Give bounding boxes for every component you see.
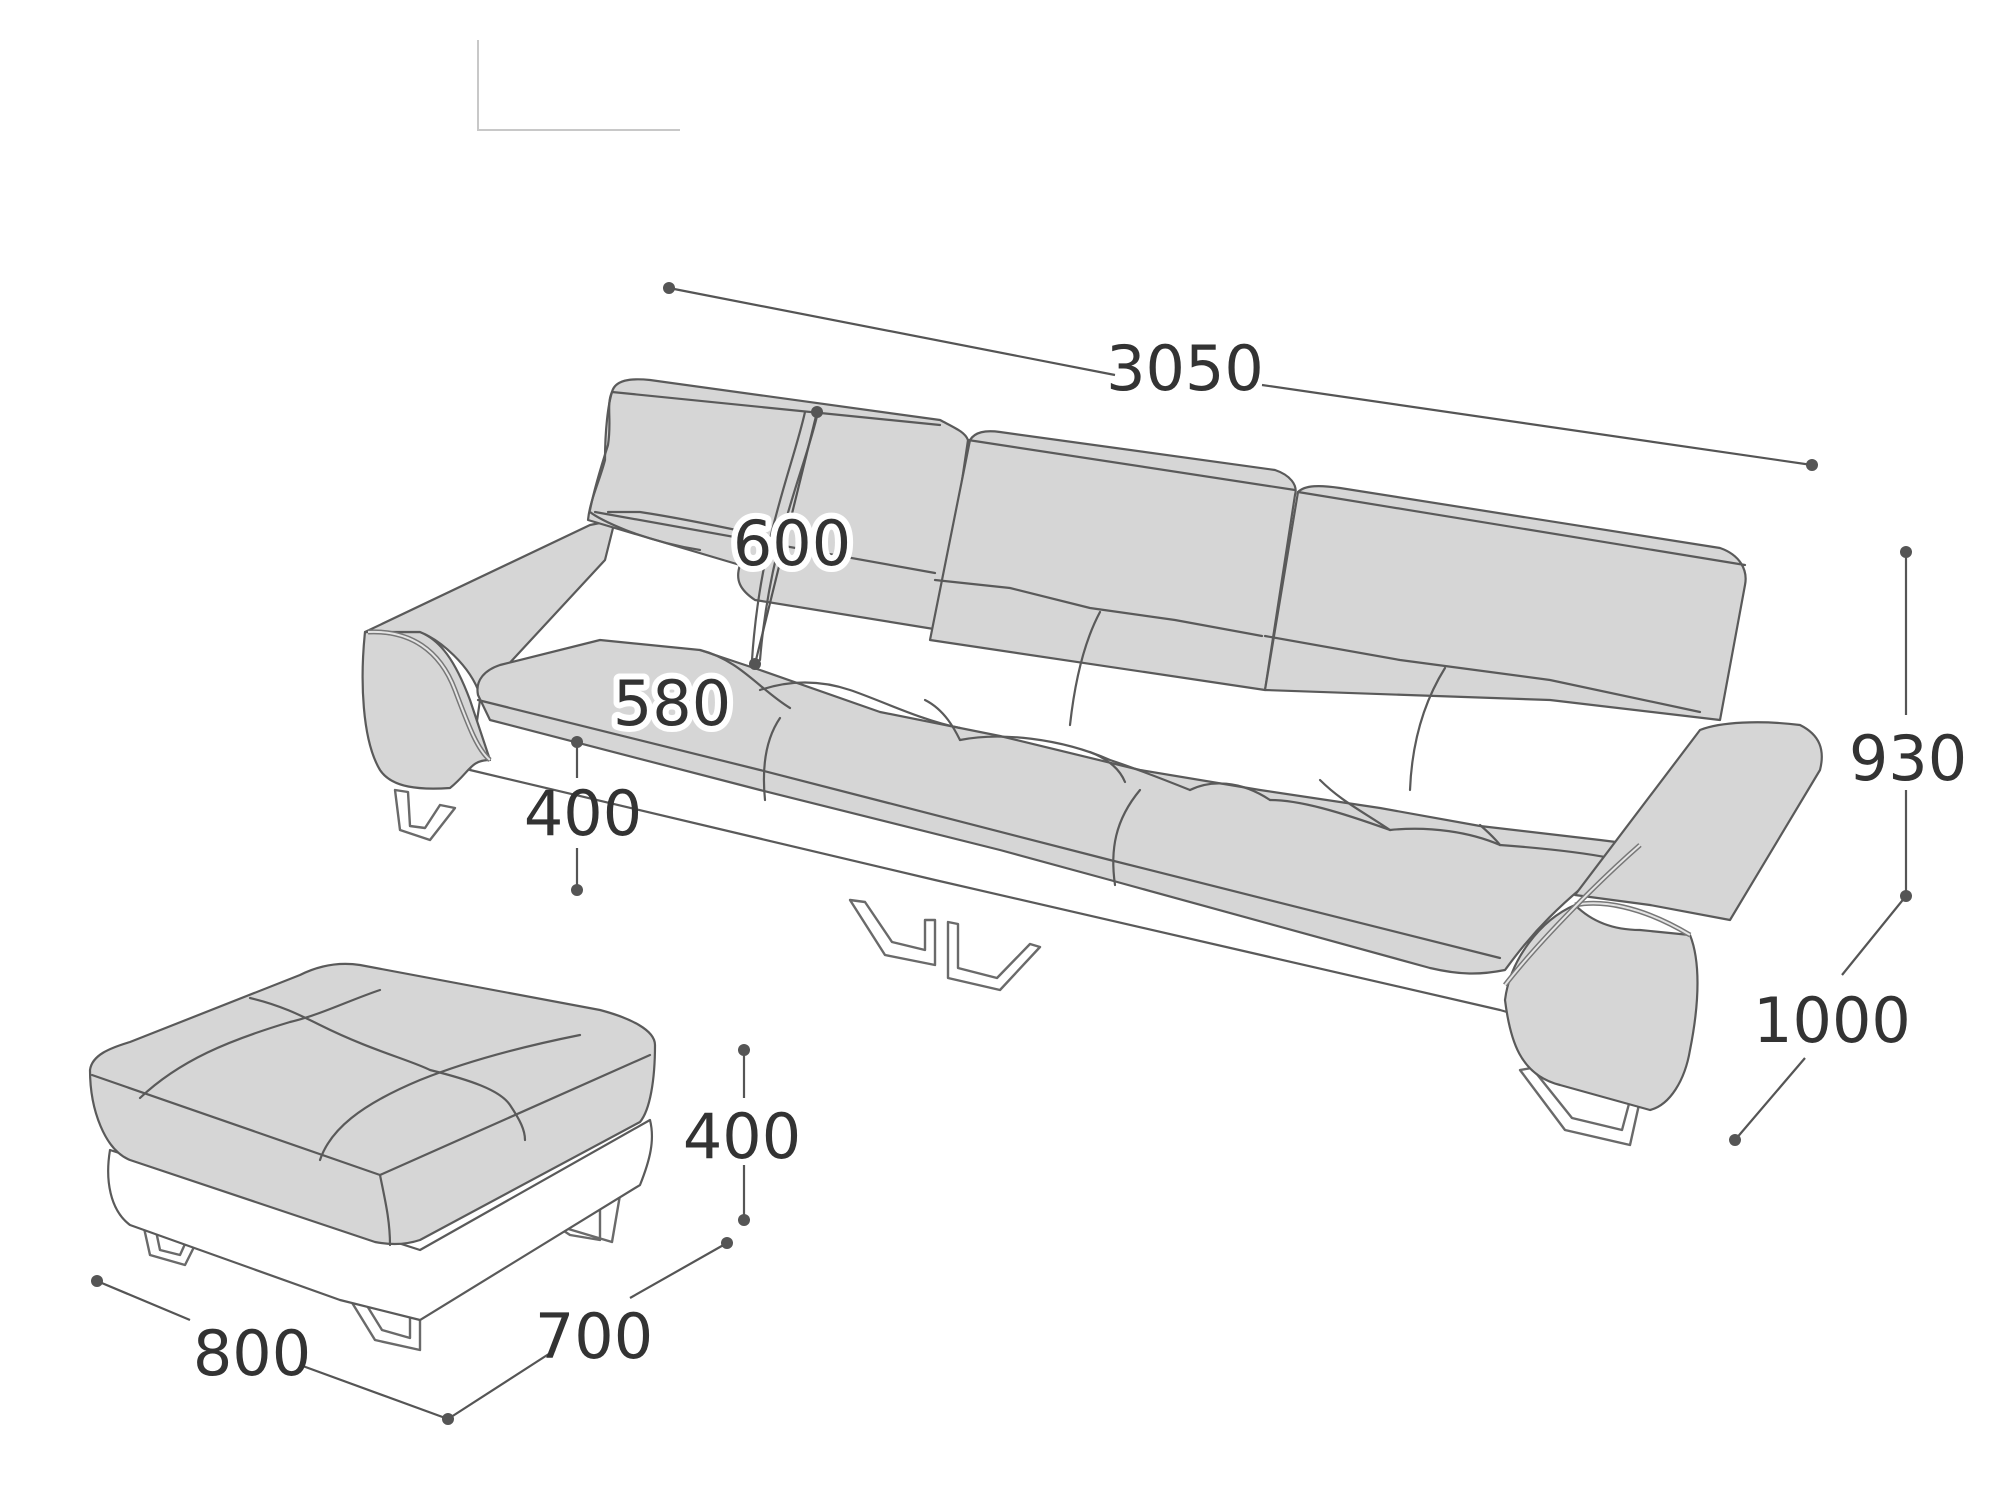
label-ottoman-width: 800 <box>193 1317 311 1390</box>
sofa-right-arm-top <box>1573 721 1823 922</box>
label-ottoman-height: 400 <box>683 1100 801 1173</box>
sofa-leg-left <box>393 788 457 842</box>
label-seat-height: 400 <box>524 777 642 850</box>
dimension-seat-height: 400 <box>524 736 642 896</box>
dimension-ottoman-depth: 700 <box>447 1237 733 1420</box>
dimension-overall-height: 930 <box>1849 546 1967 902</box>
dimension-seat-depth: 580 <box>607 661 737 746</box>
sofa-leg-middle-2 <box>946 920 1042 992</box>
dimension-overall-depth: 1000 <box>1729 895 1911 1146</box>
ottoman-base <box>107 1118 654 1322</box>
label-seat-depth: 580 <box>613 667 731 740</box>
corner-artifact <box>477 40 680 131</box>
ottoman-illustration <box>88 962 657 1352</box>
dimension-overall-width: 3050 <box>663 282 1818 471</box>
label-overall-depth: 1000 <box>1753 984 1911 1057</box>
label-overall-height: 930 <box>1849 722 1967 795</box>
sofa-seat-cushions <box>476 638 1642 975</box>
sofa-leg-middle-1 <box>848 898 937 967</box>
sofa-backrest-middle <box>928 430 1297 692</box>
label-backrest-height: 600 <box>733 507 851 580</box>
label-overall-width: 3050 <box>1106 332 1264 405</box>
label-ottoman-depth: 700 <box>535 1300 653 1373</box>
sofa-left-arm-top <box>363 518 617 697</box>
sofa-illustration <box>361 378 1823 1147</box>
dimension-backrest-height: 600 <box>727 406 857 670</box>
sofa-left-arm <box>361 630 492 790</box>
dimension-ottoman-width: 800 <box>91 1275 454 1425</box>
sofa-backrest-right <box>1263 485 1747 722</box>
dimension-ottoman-height: 400 <box>683 1044 801 1226</box>
